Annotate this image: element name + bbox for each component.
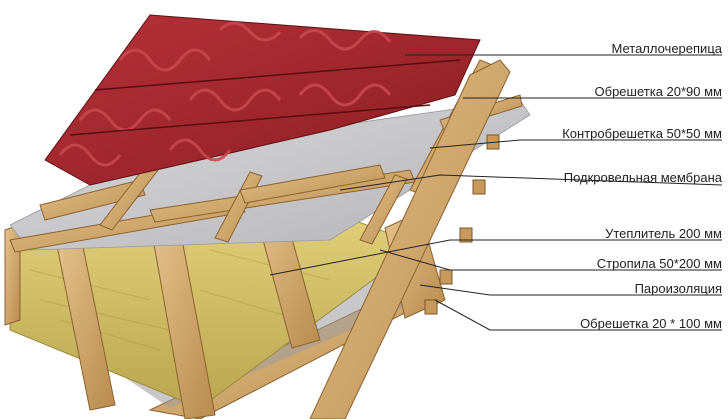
metal-tile-roof [44, 14, 481, 186]
leader-rafters [379, 249, 722, 271]
leader-vapor-barrier [419, 284, 722, 296]
label-batten-20x90: Обрешетка 20*90 мм [594, 84, 722, 99]
label-vapor-barrier: Пароизоляция [634, 281, 722, 296]
label-metal-tile: Металлочерепица [611, 41, 722, 56]
label-counter-batten: Контробрешетка 50*50 мм [562, 126, 722, 141]
label-insulation: Утеплитель 200 мм [605, 226, 722, 241]
label-batten-20x100: Обрешетка 20 * 100 мм [580, 316, 722, 331]
leader-lines [269, 54, 723, 331]
leader-counter-batten [429, 139, 722, 149]
side-rafter [309, 59, 511, 419]
leader-batten-20x100 [434, 299, 722, 331]
battens-group [39, 159, 408, 245]
leader-membrane [339, 174, 723, 191]
label-membrane: Подкровельная мембрана [563, 170, 722, 185]
leader-insulation [269, 239, 722, 276]
label-rafters: Стропила 50*200 мм [596, 256, 722, 271]
